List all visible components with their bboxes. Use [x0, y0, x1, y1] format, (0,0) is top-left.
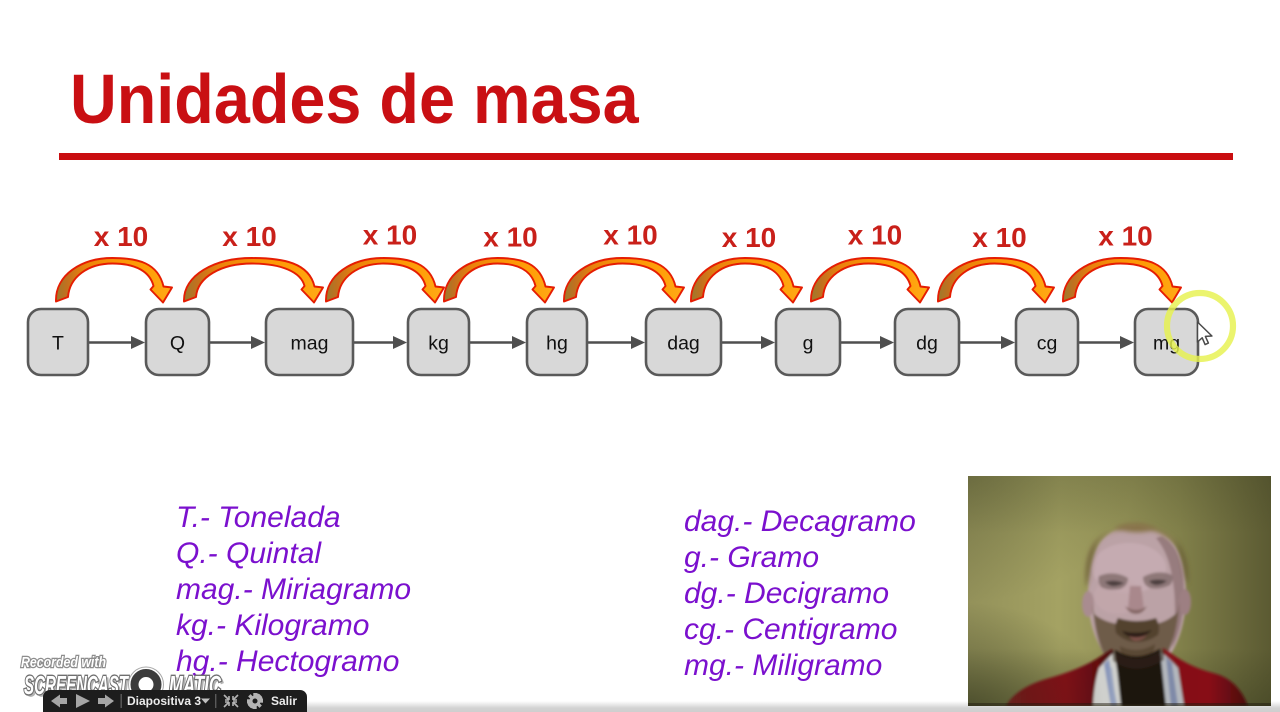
svg-text:x 10: x 10	[722, 222, 777, 253]
svg-text:x 10: x 10	[1098, 221, 1153, 252]
svg-text:x 10: x 10	[94, 221, 149, 252]
svg-text:T: T	[52, 333, 64, 355]
svg-text:x 10: x 10	[222, 221, 277, 252]
svg-text:x 10: x 10	[483, 222, 538, 253]
svg-text:hg: hg	[546, 333, 568, 355]
svg-text:mag: mag	[291, 333, 329, 355]
svg-text:kg: kg	[428, 333, 449, 355]
svg-text:x 10: x 10	[848, 220, 903, 251]
svg-text:g: g	[803, 333, 814, 355]
svg-text:dg: dg	[916, 333, 938, 355]
svg-text:dag: dag	[667, 333, 700, 355]
svg-text:x 10: x 10	[972, 222, 1027, 253]
svg-text:x 10: x 10	[603, 220, 658, 251]
svg-text:cg: cg	[1037, 333, 1058, 355]
svg-text:Q: Q	[170, 333, 185, 355]
svg-text:Recorded with: Recorded with	[21, 655, 106, 671]
svg-text:x 10: x 10	[363, 220, 418, 251]
